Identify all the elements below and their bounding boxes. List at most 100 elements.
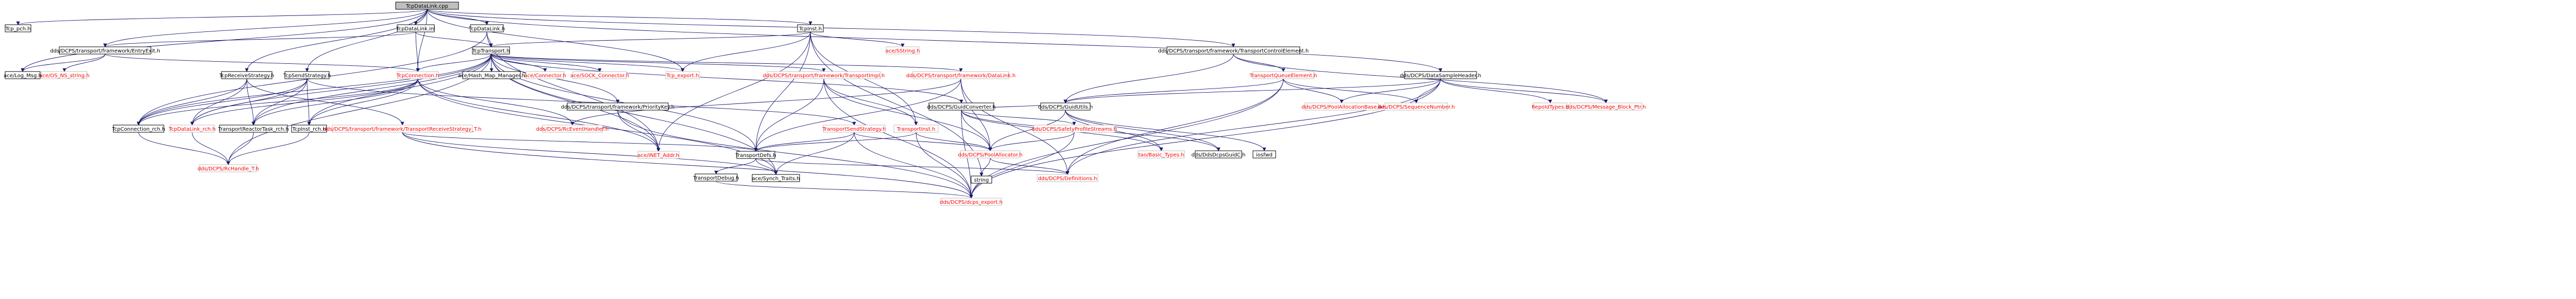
node-dbcpsguid[interactable]: dds/DdsDcpsGuidC.h xyxy=(1192,150,1246,159)
node-tao_basic[interactable]: tao/Basic_Types.h xyxy=(1138,150,1185,159)
node-box-inet_addr[interactable] xyxy=(637,151,680,159)
node-tcpconn_rch[interactable]: TcpConnection_rch.h xyxy=(111,125,165,133)
node-box-reactortask_rch[interactable] xyxy=(219,125,288,133)
node-box-tcpdatalink_rch[interactable] xyxy=(170,125,215,133)
node-box-msgblockptr[interactable] xyxy=(1569,102,1642,111)
node-box-seqnum[interactable] xyxy=(1384,102,1448,111)
node-box-transportimpl[interactable] xyxy=(767,71,881,79)
node-safety[interactable]: dds/DCPS/SafetyProfileStreams.h xyxy=(1031,125,1117,133)
node-reactortask_rch[interactable]: TransportReactorTask_rch.h xyxy=(217,125,289,133)
node-box-tinst[interactable] xyxy=(893,125,939,133)
node-box-root[interactable] xyxy=(395,2,459,10)
node-box-sendstrat[interactable] xyxy=(284,71,330,79)
node-box-fwdatalink[interactable] xyxy=(912,71,1009,79)
node-box-tcpconn[interactable] xyxy=(397,71,439,79)
node-box-rchandle[interactable] xyxy=(199,164,258,172)
node-string[interactable]: string xyxy=(971,175,992,184)
node-tqe[interactable]: TransportQueueElement.h xyxy=(1249,71,1317,79)
node-inet_addr[interactable]: ace/INET_Addr.h xyxy=(637,151,680,159)
node-box-recvstrat[interactable] xyxy=(221,71,273,79)
node-box-dsr[interactable] xyxy=(1404,71,1477,79)
node-box-tcpinst_h[interactable] xyxy=(797,24,824,32)
node-tcpconn[interactable]: TcpConnection.h xyxy=(396,71,439,79)
node-box-registrytypes[interactable] xyxy=(1533,102,1568,111)
node-rcevent[interactable]: dds/DCPS/RcEventHandler.h xyxy=(536,125,609,133)
node-box-tcpdatalink_h[interactable] xyxy=(470,24,504,32)
node-sendstrat[interactable]: TcpSendStrategy.h xyxy=(283,71,331,79)
node-box-log_msg[interactable] xyxy=(5,71,41,79)
node-hashmap[interactable]: ace/Hash_Map_Manager.h xyxy=(458,71,525,79)
node-poolalloc[interactable]: dds/DCPS/PoolAllocator.h xyxy=(958,150,1023,159)
node-root[interactable]: TcpDataLink.cpp xyxy=(395,2,459,10)
node-tcptransport[interactable]: TcpTransport.h xyxy=(472,46,510,55)
node-guidutils[interactable]: dds/DCPS/GuidUtils.h xyxy=(1038,102,1093,111)
node-box-tcptransport[interactable] xyxy=(472,46,510,55)
node-box-guidconv[interactable] xyxy=(928,102,994,111)
node-box-tao_basic[interactable] xyxy=(1138,150,1185,159)
node-box-dcps_export[interactable] xyxy=(940,198,1002,206)
node-iosfwd[interactable]: iosfwd xyxy=(1252,150,1276,159)
node-box-synch[interactable] xyxy=(752,174,800,182)
node-box-tcpinst_rch[interactable] xyxy=(291,125,327,133)
node-tcp_pch[interactable]: Tcp_pch.h xyxy=(5,24,31,32)
node-box-sockconn[interactable] xyxy=(572,71,627,79)
node-prio[interactable]: dds/DCPS/transport/framework/PriorityKey… xyxy=(561,102,674,111)
node-box-tcpexport[interactable] xyxy=(665,71,700,79)
node-transportdefs[interactable]: TransportDefs.h xyxy=(735,151,776,159)
node-tcpdatalink_h[interactable]: TcpDataLink.h xyxy=(468,24,505,32)
node-box-tqe[interactable] xyxy=(1252,71,1314,79)
node-entryexit[interactable]: dds/DCPS/transport/framework/EntryExit.h xyxy=(50,46,160,55)
node-seqnum[interactable]: dds/DCPS/SequenceNumber.h xyxy=(1378,102,1455,111)
node-recvstrat[interactable]: TcpReceiveStrategy.h xyxy=(219,71,274,79)
node-box-poolalloc_base[interactable] xyxy=(1304,102,1379,111)
node-transportimpl[interactable]: dds/DCPS/transport/framework/TransportIm… xyxy=(763,71,885,79)
node-msgblockptr[interactable]: dds/DCPS/Message_Block_Ptr.h xyxy=(1566,102,1646,111)
node-box-iosfwd[interactable] xyxy=(1252,150,1276,159)
node-box-hashmap[interactable] xyxy=(462,71,521,79)
node-tdebug[interactable]: TransportDebug.h xyxy=(692,173,739,182)
node-box-rts[interactable] xyxy=(332,125,473,133)
node-rts[interactable]: dds/DCPS/transport/framework/TransportRe… xyxy=(324,125,482,133)
node-box-tss[interactable] xyxy=(823,125,886,133)
node-os_ns_string[interactable]: ace/OS_NS_string.h xyxy=(39,71,90,79)
node-poolalloc_base[interactable]: dds/DCPS/PoolAllocationBase.h xyxy=(1301,102,1382,111)
node-box-transportdefs[interactable] xyxy=(736,151,775,159)
node-sockconn[interactable]: ace/SOCK_Connector.h xyxy=(570,71,629,79)
node-tss[interactable]: TransportSendStrategy.h xyxy=(822,125,886,133)
node-tcpdatalink_inl[interactable]: TcpDataLink.inl xyxy=(396,24,435,32)
node-tcpinst_h[interactable]: TcpInst.h xyxy=(797,24,824,32)
node-box-sstring[interactable] xyxy=(886,46,920,55)
node-guidconv[interactable]: dds/DCPS/GuidConverter.h xyxy=(927,102,996,111)
node-connector[interactable]: ace/Connector.h xyxy=(524,71,566,79)
node-definitions[interactable]: dds/DCPS/Definitions.h xyxy=(1037,174,1098,182)
node-synch[interactable]: ace/Synch_Traits.h xyxy=(752,174,800,182)
node-box-prio[interactable] xyxy=(567,102,669,111)
node-box-connector[interactable] xyxy=(526,71,565,79)
node-fwdatalink[interactable]: dds/DCPS/transport/framework/DataLink.h xyxy=(906,71,1015,79)
node-sstring[interactable]: ace/SString.h xyxy=(886,46,920,55)
node-box-rcevent[interactable] xyxy=(542,125,603,133)
node-tcc[interactable]: dds/DCPS/transport/framework/TransportCo… xyxy=(1158,46,1309,55)
node-dcps_export[interactable]: dds/DCPS/dcps_export.h xyxy=(940,198,1003,206)
node-registrytypes[interactable]: RepoIdTypes.h xyxy=(1532,102,1569,111)
node-dsr[interactable]: dds/DCPS/DataSampleHeader.h xyxy=(1400,71,1481,79)
node-box-guidutils[interactable] xyxy=(1040,102,1091,111)
node-box-tcpdatalink_inl[interactable] xyxy=(397,24,435,32)
node-box-dbcpsguid[interactable] xyxy=(1195,150,1242,159)
node-tcpinst_rch[interactable]: TcpInst_rch.h xyxy=(291,125,327,133)
node-tcpdatalink_rch[interactable]: TcpDataLink_rch.h xyxy=(168,125,216,133)
node-box-string[interactable] xyxy=(971,175,992,184)
node-rchandle[interactable]: dds/DCPS/RcHandle_T.h xyxy=(198,164,259,172)
node-box-tcc[interactable] xyxy=(1166,46,1300,55)
node-tinst[interactable]: TransportInst.h xyxy=(893,125,939,133)
node-box-tcpconn_rch[interactable] xyxy=(113,125,164,133)
node-tcpexport[interactable]: Tcp_export.h xyxy=(665,71,700,79)
node-log_msg[interactable]: ace/Log_Msg.h xyxy=(4,71,42,79)
node-box-tcp_pch[interactable] xyxy=(5,24,31,32)
node-box-definitions[interactable] xyxy=(1037,174,1098,182)
node-box-poolalloc[interactable] xyxy=(960,150,1021,159)
node-box-entryexit[interactable] xyxy=(59,46,151,55)
node-box-safety[interactable] xyxy=(1033,125,1115,133)
node-box-os_ns_string[interactable] xyxy=(41,71,88,79)
node-box-tdebug[interactable] xyxy=(694,173,738,182)
